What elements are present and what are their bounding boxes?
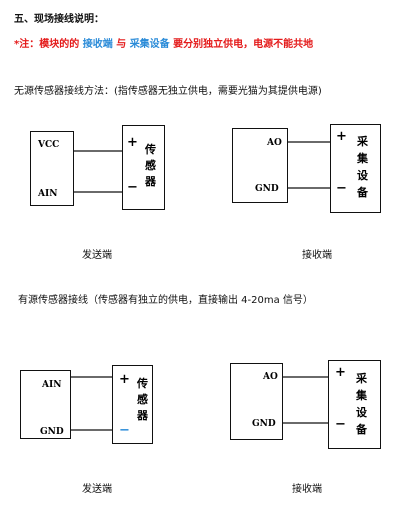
active-sender-caption: 发送端 — [82, 484, 112, 495]
passive-sender-sign-minus: − — [127, 180, 138, 195]
note-prefix: 注：模块的的 — [19, 39, 80, 50]
passive-receiver-caption: 接收端 — [302, 250, 332, 261]
active-receiver-pin-2: GND — [252, 419, 276, 429]
active-receiver-caption: 接收端 — [292, 484, 322, 495]
passive-receiver-sign-minus: − — [336, 181, 347, 196]
passive-receiver-module-box — [232, 128, 288, 203]
active-receiver-diagram: AO GND + − 采 集 设 备 — [230, 360, 381, 449]
passive-sender-diagram: VCC AIN + − 传 感 器 — [30, 125, 165, 210]
passive-sender-device-char-1: 传 — [144, 142, 156, 156]
power-note: *注：模块的的 接收端 与 采集设备 要分别独立供电，电源不能共地 — [14, 35, 313, 50]
passive-sender-pin-1: VCC — [37, 140, 59, 150]
passive-sender-sign-plus: + — [127, 135, 138, 150]
passive-receiver-sign-plus: + — [336, 129, 347, 144]
passive-sender-device-box — [122, 125, 165, 210]
active-receiver-module-box — [230, 363, 283, 440]
active-receiver-sign-minus: − — [335, 417, 346, 432]
passive-receiver-pin-2: GND — [255, 184, 279, 194]
active-receiver-device-char-3: 设 — [356, 405, 368, 419]
note-suffix: 要分别独立供电，电源不能共地 — [173, 39, 314, 50]
section-title: 五、现场接线说明： — [14, 14, 104, 25]
passive-receiver-device-char-3: 设 — [357, 168, 369, 182]
passive-receiver-diagram: AO GND + − 采 集 设 备 — [232, 124, 381, 213]
active-sender-module-box — [20, 370, 71, 439]
active-sender-sign-plus: + — [119, 372, 130, 387]
active-sender-device-box — [112, 365, 153, 444]
note-and: 与 — [116, 39, 127, 50]
passive-heading: 无源传感器接线方法：(指传感器无独立供电，需要光猫为其提供电源) — [14, 86, 322, 97]
passive-sender-device-char-3: 器 — [144, 175, 157, 188]
passive-receiver-device-char-1: 采 — [356, 134, 369, 148]
active-receiver-device-char-4: 备 — [355, 422, 368, 436]
active-receiver-device-char-1: 采 — [355, 371, 368, 385]
passive-receiver-device-char-4: 备 — [356, 185, 369, 199]
active-sender-device-char-2: 感 — [137, 392, 148, 406]
active-sender-diagram: AIN GND + − 传 感 器 — [20, 365, 153, 444]
passive-receiver-device-char-2: 集 — [356, 151, 369, 165]
passive-sender-pin-2: AIN — [37, 189, 57, 199]
passive-sender-caption: 发送端 — [82, 250, 112, 261]
active-receiver-sign-plus: + — [335, 365, 346, 380]
passive-sender-device-char-2: 感 — [145, 158, 156, 172]
active-receiver-pin-1: AO — [262, 372, 278, 382]
passive-receiver-pin-1: AO — [266, 138, 282, 148]
active-receiver-device-char-2: 集 — [355, 388, 368, 402]
active-heading: 有源传感器接线（传感器有独立的供电，直接输出 4-20ma 信号） — [18, 295, 313, 306]
passive-receiver-device-box — [330, 124, 381, 213]
active-sender-pin-1: AIN — [41, 380, 61, 390]
passive-sender-module-box — [30, 131, 74, 206]
active-sender-sign-minus: − — [119, 423, 130, 438]
note-star: * — [14, 39, 20, 50]
active-sender-device-char-3: 器 — [136, 409, 149, 422]
note-collector: 采集设备 — [129, 39, 170, 50]
note-receiver: 接收端 — [82, 39, 113, 50]
active-sender-device-char-1: 传 — [136, 376, 148, 390]
active-sender-pin-2: GND — [40, 427, 64, 437]
active-receiver-device-box — [328, 360, 381, 449]
